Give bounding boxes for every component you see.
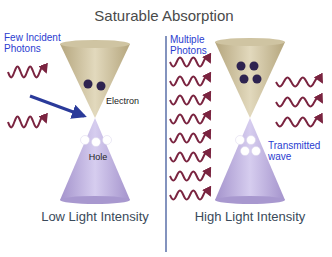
- photon-wave: [170, 114, 210, 123]
- cone-rim: [60, 196, 130, 204]
- caption: Low Light Intensity: [20, 210, 170, 224]
- electron-label: Electron: [106, 97, 156, 107]
- incident-arrow: [30, 96, 84, 116]
- electron-dot: [250, 62, 259, 71]
- hole-dot: [241, 147, 250, 156]
- conduction-cone: [215, 42, 285, 118]
- photon-wave: [170, 171, 210, 180]
- note: Few Incident Photons: [4, 32, 68, 54]
- cone-rim: [215, 196, 285, 204]
- electron-dot: [97, 82, 106, 91]
- conduction-cone: [60, 44, 130, 118]
- hole-dot: [236, 136, 245, 145]
- title: Saturable Absorption: [0, 8, 330, 25]
- cone-rim: [60, 40, 130, 48]
- photon-wave: [276, 117, 322, 126]
- hole-label: Hole: [80, 153, 116, 163]
- cone-rim: [215, 38, 285, 46]
- photon-wave: [170, 190, 210, 199]
- photon-wave: [170, 57, 210, 66]
- electron-dot: [84, 80, 93, 89]
- photon-wave: [8, 117, 46, 128]
- electron-dot: [237, 62, 246, 71]
- photon-wave: [170, 95, 210, 104]
- photon-wave: [276, 77, 322, 86]
- photon-wave: [276, 97, 322, 106]
- electron-dot: [253, 75, 262, 84]
- hole-dot: [81, 136, 90, 145]
- hole-dot: [252, 147, 261, 156]
- band-cones: [60, 40, 130, 204]
- valence-cone: [60, 118, 130, 200]
- photon-wave: [170, 133, 210, 142]
- divider: [165, 36, 167, 252]
- caption: High Light Intensity: [172, 210, 328, 224]
- band-cones: [215, 38, 285, 204]
- note: Multiple Photons: [170, 34, 228, 56]
- photon-wave: [170, 152, 210, 161]
- photon-wave: [8, 67, 46, 78]
- electron-dot: [240, 75, 249, 84]
- note: Transmitted wave: [268, 140, 328, 162]
- hole-dot: [92, 138, 101, 147]
- hole-dot: [103, 136, 112, 145]
- hole-dot: [247, 136, 256, 145]
- photon-wave: [170, 76, 210, 85]
